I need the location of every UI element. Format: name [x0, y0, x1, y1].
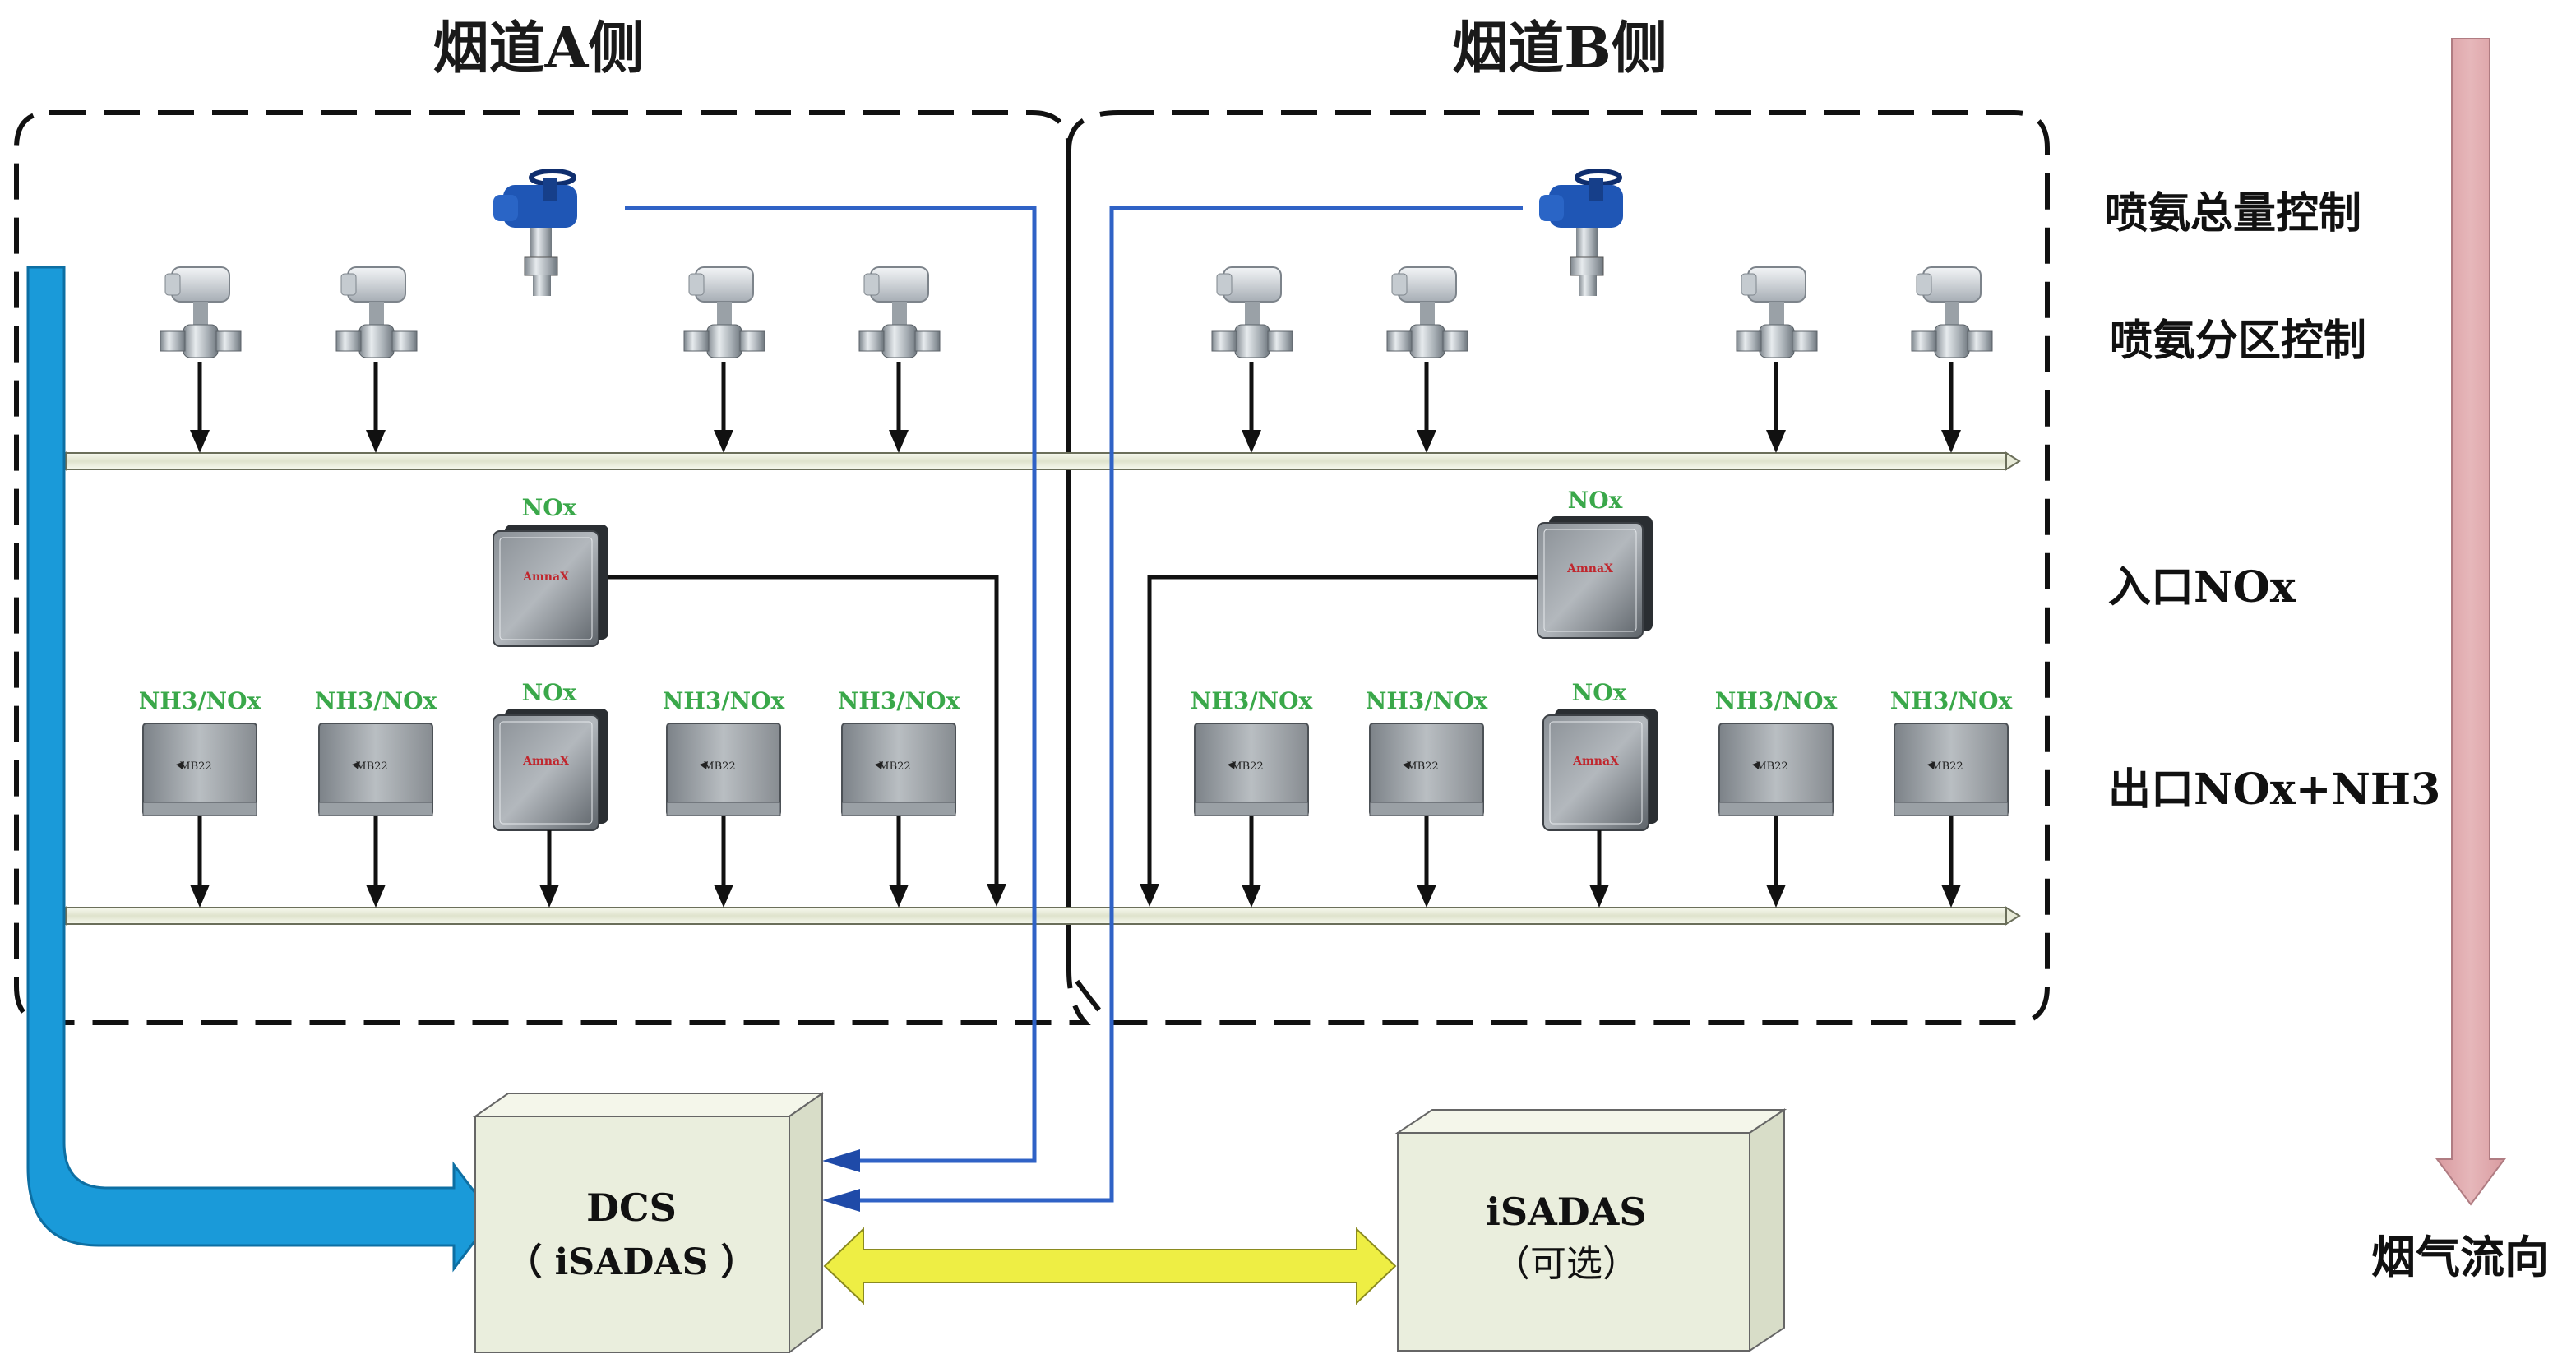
outlet-analyzer-arrow-head	[1766, 885, 1786, 908]
flue-b-boundary	[1066, 110, 2050, 1025]
dcs-box: DCS （ iSADAS ）	[472, 1092, 826, 1354]
outlet-analyzer-arrow-head	[366, 885, 386, 908]
zone-valve-arrow-head	[1941, 430, 1961, 453]
signal-arrow-a	[822, 1149, 860, 1172]
analyzer-brand-label: AmnaX	[1572, 755, 1619, 768]
inlet-nox-arrow-b	[1140, 884, 1159, 907]
flue-a-boundary	[14, 110, 1091, 1025]
isadas-title: iSADAS	[1486, 1190, 1646, 1234]
dcs-subtitle: （ iSADAS ）	[506, 1241, 756, 1283]
dcs-title: DCS	[586, 1185, 677, 1230]
analyzer-model-label: MB22	[703, 760, 735, 773]
outlet-nh3-nox-analyzer-icon: MB22	[1194, 723, 1309, 816]
zone-valve-icon	[858, 266, 941, 358]
zone-valve-icon	[335, 266, 418, 358]
zone-valve-icon	[1211, 266, 1293, 358]
flow-direction-label: 烟气流向	[2371, 1231, 2549, 1283]
outlet-analyzer-arrow-head	[539, 885, 559, 908]
outlet-analyzer-arrow-head	[1589, 885, 1609, 908]
zone-valve-group	[160, 266, 1993, 453]
outlet-analyzer-arrow-head	[1417, 885, 1436, 908]
outlet-analyzer-arrow-head	[889, 885, 909, 908]
outlet-nox-analyzer-icon: AmnaX	[1542, 709, 1658, 831]
outlet-nh3-nox-analyzer-icon: MB22	[1369, 723, 1484, 816]
outlet-nox-label: NOx	[1572, 679, 1627, 706]
inlet-nox-analyzer-b-icon: AmnaX	[1537, 516, 1653, 639]
label-inlet-nox: 入口NOx	[2108, 562, 2296, 612]
outlet-analyzer-label: NH3/NOx	[1715, 687, 1838, 714]
zone-valve-icon	[683, 266, 765, 358]
zone-valve-arrow-head	[714, 430, 733, 453]
outlet-nh3-nox-analyzer-icon: MB22	[841, 723, 956, 816]
outlet-analyzer-arrow-head	[190, 885, 210, 908]
zone-valve-icon	[1911, 266, 1993, 358]
zone-valve-arrow-head	[1242, 430, 1261, 453]
isadas-subtitle: （可选）	[1494, 1243, 1639, 1285]
analyzer-model-label: MB22	[179, 760, 211, 773]
analyzer-model-label: MB22	[1755, 760, 1787, 773]
outlet-nh3-nox-analyzer-icon: MB22	[1718, 723, 1834, 816]
title-flue-a: 烟道A侧	[433, 16, 645, 81]
outlet-analyzer-label: NH3/NOx	[1890, 687, 2013, 714]
sample-pipe-to-dcs	[26, 266, 495, 1273]
inlet-nox-analyzer-a-icon: AmnaX	[493, 525, 608, 647]
isadas-box: iSADAS （可选）	[1394, 1108, 1787, 1352]
zone-valve-icon	[1386, 266, 1468, 358]
outlet-analyzer-label: NH3/NOx	[139, 687, 261, 714]
zone-valve-arrow-head	[1417, 430, 1436, 453]
outlet-analyzer-label: NH3/NOx	[1366, 687, 1488, 714]
zone-valve-icon	[160, 266, 242, 358]
inlet-nox-label-b: NOx	[1568, 487, 1623, 514]
inlet-nox-line-a	[608, 575, 999, 892]
main-valve-b-icon	[1539, 169, 1623, 296]
outlet-nh3-nox-analyzer-icon: MB22	[666, 723, 781, 816]
signal-arrow-b	[822, 1189, 860, 1212]
outlet-analyzer-arrow-head	[714, 885, 733, 908]
outlet-analyzer-arrow-head	[1242, 885, 1261, 908]
outlet-nh3-nox-analyzer-icon: MB22	[318, 723, 433, 816]
bidirectional-link-arrow	[823, 1227, 1397, 1305]
analyzer-model-label: MB22	[1231, 760, 1263, 773]
inlet-nox-line-b	[1147, 575, 1538, 892]
zone-valve-arrow-head	[889, 430, 909, 453]
analyzer-group: NOxAmnaXNOxAmnaXNH3/NOxMB22NH3/NOxMB22NO…	[139, 487, 2013, 908]
analyzer-model-label: MB22	[1406, 760, 1438, 773]
analyzer-model-label: MB22	[1931, 760, 1963, 773]
zone-valve-icon	[1736, 266, 1818, 358]
flue-gas-flow-arrow	[2435, 38, 2506, 1206]
analyzer-brand-label: AmnaX	[522, 755, 569, 768]
outlet-nox-label: NOx	[522, 679, 577, 706]
outlet-analyzer-label: NH3/NOx	[663, 687, 785, 714]
outlet-nox-analyzer-icon: AmnaX	[493, 709, 608, 831]
outlet-analyzer-label: NH3/NOx	[1191, 687, 1313, 714]
outlet-analyzer-arrow-head	[1941, 885, 1961, 908]
title-flue-b: 烟道B侧	[1452, 16, 1667, 81]
analyzer-model-label: MB22	[878, 760, 910, 773]
label-outlet: 出口NOx+NH3	[2108, 765, 2440, 815]
analyzer-model-label: MB22	[355, 760, 387, 773]
label-zone-control: 喷氨分区控制	[2110, 316, 2366, 366]
inlet-nox-label-a: NOx	[522, 494, 577, 521]
inlet-nox-arrow-a	[987, 884, 1006, 907]
outlet-nh3-nox-analyzer-icon: MB22	[1894, 723, 2009, 816]
outlet-analyzer-label: NH3/NOx	[838, 687, 960, 714]
zone-valve-arrow-head	[190, 430, 210, 453]
label-total-control: 喷氨总量控制	[2105, 188, 2361, 238]
main-valve-a-icon	[493, 169, 577, 296]
signal-line-a	[625, 206, 1037, 1163]
outlet-nh3-nox-analyzer-icon: MB22	[142, 723, 257, 816]
analyzer-brand-label: AmnaX	[1566, 562, 1613, 575]
zone-valve-arrow-head	[1766, 430, 1786, 453]
outlet-analyzer-label: NH3/NOx	[315, 687, 437, 714]
zone-valve-arrow-head	[366, 430, 386, 453]
signal-line-b	[837, 206, 1523, 1203]
analyzer-brand-label: AmnaX	[522, 571, 569, 584]
